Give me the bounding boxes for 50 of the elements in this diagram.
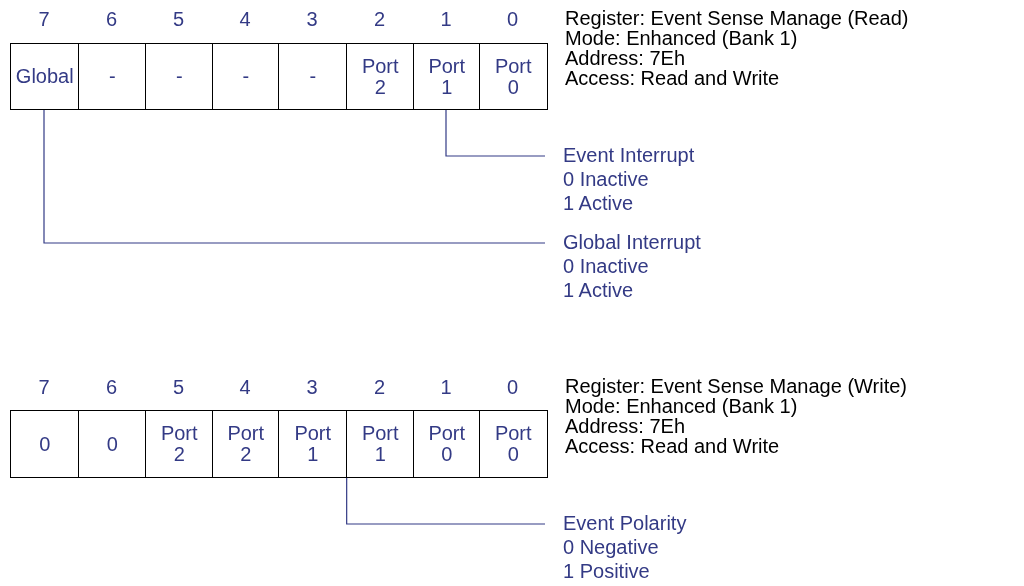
register-bit-cell: - bbox=[212, 43, 280, 110]
register-info-text: Address: 7Eh bbox=[565, 416, 686, 436]
register-bit-cell: Port 2 bbox=[346, 43, 415, 110]
bit-number: 5 bbox=[171, 8, 186, 31]
register-info-text: Address: 7Eh bbox=[565, 48, 686, 68]
field-value-text: 0 Negative bbox=[563, 535, 660, 559]
register-bit-cell: 0 bbox=[10, 410, 80, 478]
bit-number: 3 bbox=[305, 376, 319, 399]
register-bit-cell: - bbox=[145, 43, 214, 110]
bit-number: 6 bbox=[104, 8, 119, 31]
leader-line bbox=[346, 477, 546, 525]
bit-number: 7 bbox=[37, 376, 51, 399]
register-bit-cell: Port 0 bbox=[479, 43, 548, 110]
field-value-text: 0 Inactive bbox=[563, 254, 650, 278]
bit-number: 0 bbox=[505, 8, 520, 31]
register-bit-cell: Port 2 bbox=[145, 410, 214, 478]
register-info-text: Access: Read and Write bbox=[565, 68, 780, 88]
bit-number: 6 bbox=[104, 376, 119, 399]
register-bit-cell: Port 0 bbox=[413, 410, 481, 478]
field-value-text: 1 Active bbox=[563, 191, 635, 215]
field-value-text: 1 Positive bbox=[563, 559, 651, 583]
leader-line bbox=[43, 109, 546, 244]
bit-number: 0 bbox=[505, 376, 520, 399]
field-value-text: 1 Active bbox=[563, 278, 635, 302]
register-bit-cell: 0 bbox=[78, 410, 147, 478]
bit-number: 5 bbox=[171, 376, 186, 399]
register-bit-cell: - bbox=[78, 43, 147, 110]
bit-number: 4 bbox=[238, 376, 252, 399]
register-bit-cell: Global bbox=[10, 43, 80, 110]
leader-line bbox=[445, 109, 546, 157]
register-info-text: Mode: Enhanced (Bank 1) bbox=[565, 396, 798, 416]
register-info-text: Mode: Enhanced (Bank 1) bbox=[565, 28, 798, 48]
bit-number: 7 bbox=[37, 8, 51, 31]
register-info-text: Access: Read and Write bbox=[565, 436, 780, 456]
field-name: Global Interrupt bbox=[563, 230, 701, 254]
register-bit-cell: Port 1 bbox=[278, 410, 348, 478]
bit-number: 4 bbox=[238, 8, 252, 31]
register-bit-cell: Port 1 bbox=[346, 410, 415, 478]
register-bit-cell: - bbox=[278, 43, 348, 110]
register-bit-cell: Port 2 bbox=[212, 410, 280, 478]
field-name: Event Interrupt bbox=[563, 143, 695, 167]
field-name: Event Polarity bbox=[563, 511, 687, 535]
field-value-text: 0 Inactive bbox=[563, 167, 650, 191]
register-bit-cell: Port 0 bbox=[479, 410, 548, 478]
bit-number: 2 bbox=[372, 8, 387, 31]
bit-number: 1 bbox=[439, 376, 453, 399]
bit-number: 3 bbox=[305, 8, 319, 31]
bit-number: 1 bbox=[439, 8, 453, 31]
register-bit-cell: Port 1 bbox=[413, 43, 481, 110]
bit-number: 2 bbox=[372, 376, 387, 399]
